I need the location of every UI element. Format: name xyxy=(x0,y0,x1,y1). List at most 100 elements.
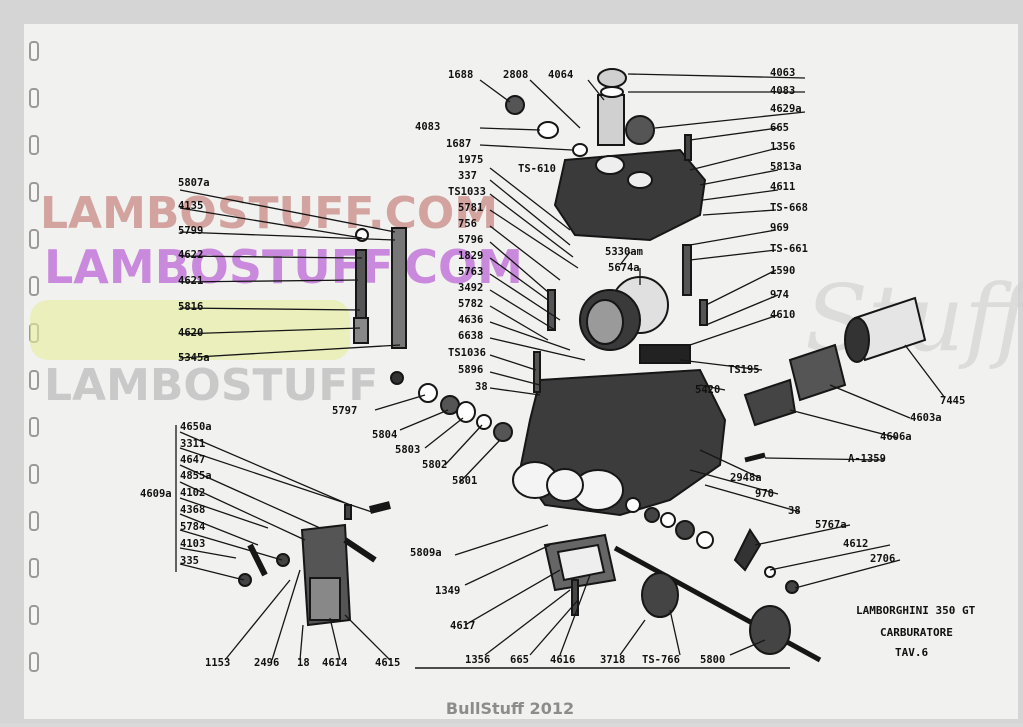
binding-hole-icon xyxy=(29,464,39,484)
part-label: 970 xyxy=(755,488,774,500)
part-label: 4102 xyxy=(180,487,205,499)
part-label: 1688 xyxy=(448,69,473,81)
part-label: 4621 xyxy=(178,275,203,287)
part-label: 5781 xyxy=(458,202,483,214)
part-label: 4606a xyxy=(880,431,912,443)
part-label: 5803 xyxy=(395,444,420,456)
binding-hole-icon xyxy=(29,88,39,108)
part-label: 4603a xyxy=(910,412,942,424)
part-label: 4647 xyxy=(180,454,205,466)
part-label: 4611 xyxy=(770,181,795,193)
part-label: 5674a xyxy=(608,262,640,274)
part-label: TS-668 xyxy=(770,202,808,214)
part-label: 2706 xyxy=(870,553,895,565)
part-label: TS1033 xyxy=(448,186,486,198)
binding-hole-icon xyxy=(29,135,39,155)
part-label: 3311 xyxy=(180,438,205,450)
part-label: 4612 xyxy=(843,538,868,550)
part-label: 3492 xyxy=(458,282,483,294)
part-label: 5804 xyxy=(372,429,397,441)
part-label: 1975 xyxy=(458,154,483,166)
part-label: 1356 xyxy=(770,141,795,153)
part-label: 4083 xyxy=(770,85,795,97)
part-label: 5420 xyxy=(695,384,720,396)
paper-page xyxy=(24,24,1018,719)
part-label: 5784 xyxy=(180,521,205,533)
part-label: 4650a xyxy=(180,421,212,433)
part-label: TS-610 xyxy=(518,163,556,175)
part-label: 974 xyxy=(770,289,789,301)
part-label: 4855a xyxy=(180,470,212,482)
footer-credit: BullStuff 2012 xyxy=(446,699,574,718)
part-label: 4617 xyxy=(450,620,475,632)
part-label: 4063 xyxy=(770,67,795,79)
part-label: 5800 xyxy=(700,654,725,666)
part-label: 5797 xyxy=(332,405,357,417)
part-label: TS195 xyxy=(728,364,760,376)
part-label: 969 xyxy=(770,222,789,234)
part-label: 5796 xyxy=(458,234,483,246)
part-label: 18 xyxy=(297,657,310,669)
watermark-brand-2: LAMBOSTUFF.COM xyxy=(44,240,523,294)
part-label: 5767a xyxy=(815,519,847,531)
part-label: 4620 xyxy=(178,327,203,339)
part-label: 4083 xyxy=(415,121,440,133)
part-label: 5799 xyxy=(178,225,203,237)
part-label: 1356 xyxy=(465,654,490,666)
part-label: 4610 xyxy=(770,309,795,321)
binding-hole-icon xyxy=(29,41,39,61)
plate-title: LAMBORGHINI 350 GT CARBURATORE TAV.6 xyxy=(856,604,976,659)
part-label: 4064 xyxy=(548,69,573,81)
part-label: 38 xyxy=(475,381,488,393)
part-label: 4622 xyxy=(178,249,203,261)
part-labels: 1688 2808 4064 4063 4083 4629a 4083 1687… xyxy=(140,67,965,669)
binding-hole-icon xyxy=(29,370,39,390)
binding-hole-icon xyxy=(29,558,39,578)
part-label: 2808 xyxy=(503,69,528,81)
part-label: 4629a xyxy=(770,103,802,115)
part-label: 5763 xyxy=(458,266,483,278)
part-label: 4135 xyxy=(178,200,203,212)
part-label: 1687 xyxy=(446,138,471,150)
part-label: 5813a xyxy=(770,161,802,173)
carburetor-exploded-parts xyxy=(238,68,927,663)
part-label: 335 xyxy=(180,555,199,567)
part-label: 1349 xyxy=(435,585,460,597)
part-label: 6638 xyxy=(458,330,483,342)
watermark-brand-3: LAMBOSTUFF xyxy=(44,360,378,411)
part-label: 1829 xyxy=(458,250,483,262)
binding-hole-icon xyxy=(29,182,39,202)
part-label: 4103 xyxy=(180,538,205,550)
part-label: 4615 xyxy=(375,657,400,669)
part-label: 5345a xyxy=(178,352,210,364)
binding-hole-icon xyxy=(29,652,39,672)
part-label: 4368 xyxy=(180,504,205,516)
part-label: 337 xyxy=(458,170,477,182)
part-label: 7445 xyxy=(940,395,965,407)
part-label: 5330am xyxy=(605,246,643,258)
plate-title-line-2: CARBURATORE xyxy=(880,626,953,639)
part-label: 4616 xyxy=(550,654,575,666)
part-label: 5816 xyxy=(178,301,203,313)
part-label: TS-766 xyxy=(642,654,680,666)
part-label: 5807a xyxy=(178,177,210,189)
part-label: 665 xyxy=(510,654,529,666)
part-label: TS1036 xyxy=(448,347,486,359)
part-label: 5801 xyxy=(452,475,477,487)
part-label: 5782 xyxy=(458,298,483,310)
part-label: 4614 xyxy=(322,657,347,669)
leader-lines xyxy=(175,73,946,661)
watermark-car-silhouette xyxy=(30,300,350,360)
watermark-brand-1: LAMBOSTUFF.COM xyxy=(40,188,498,239)
part-label: 1153 xyxy=(205,657,230,669)
part-label: 665 xyxy=(770,122,789,134)
part-label: 5802 xyxy=(422,459,447,471)
part-label: 4609a xyxy=(140,488,172,500)
plate-title-line-3: TAV.6 xyxy=(895,646,928,659)
plate-title-line-1: LAMBORGHINI 350 GT xyxy=(856,604,976,617)
part-label: 2496 xyxy=(254,657,279,669)
part-label: 1590 xyxy=(770,265,795,277)
binding-hole-icon xyxy=(29,276,39,296)
